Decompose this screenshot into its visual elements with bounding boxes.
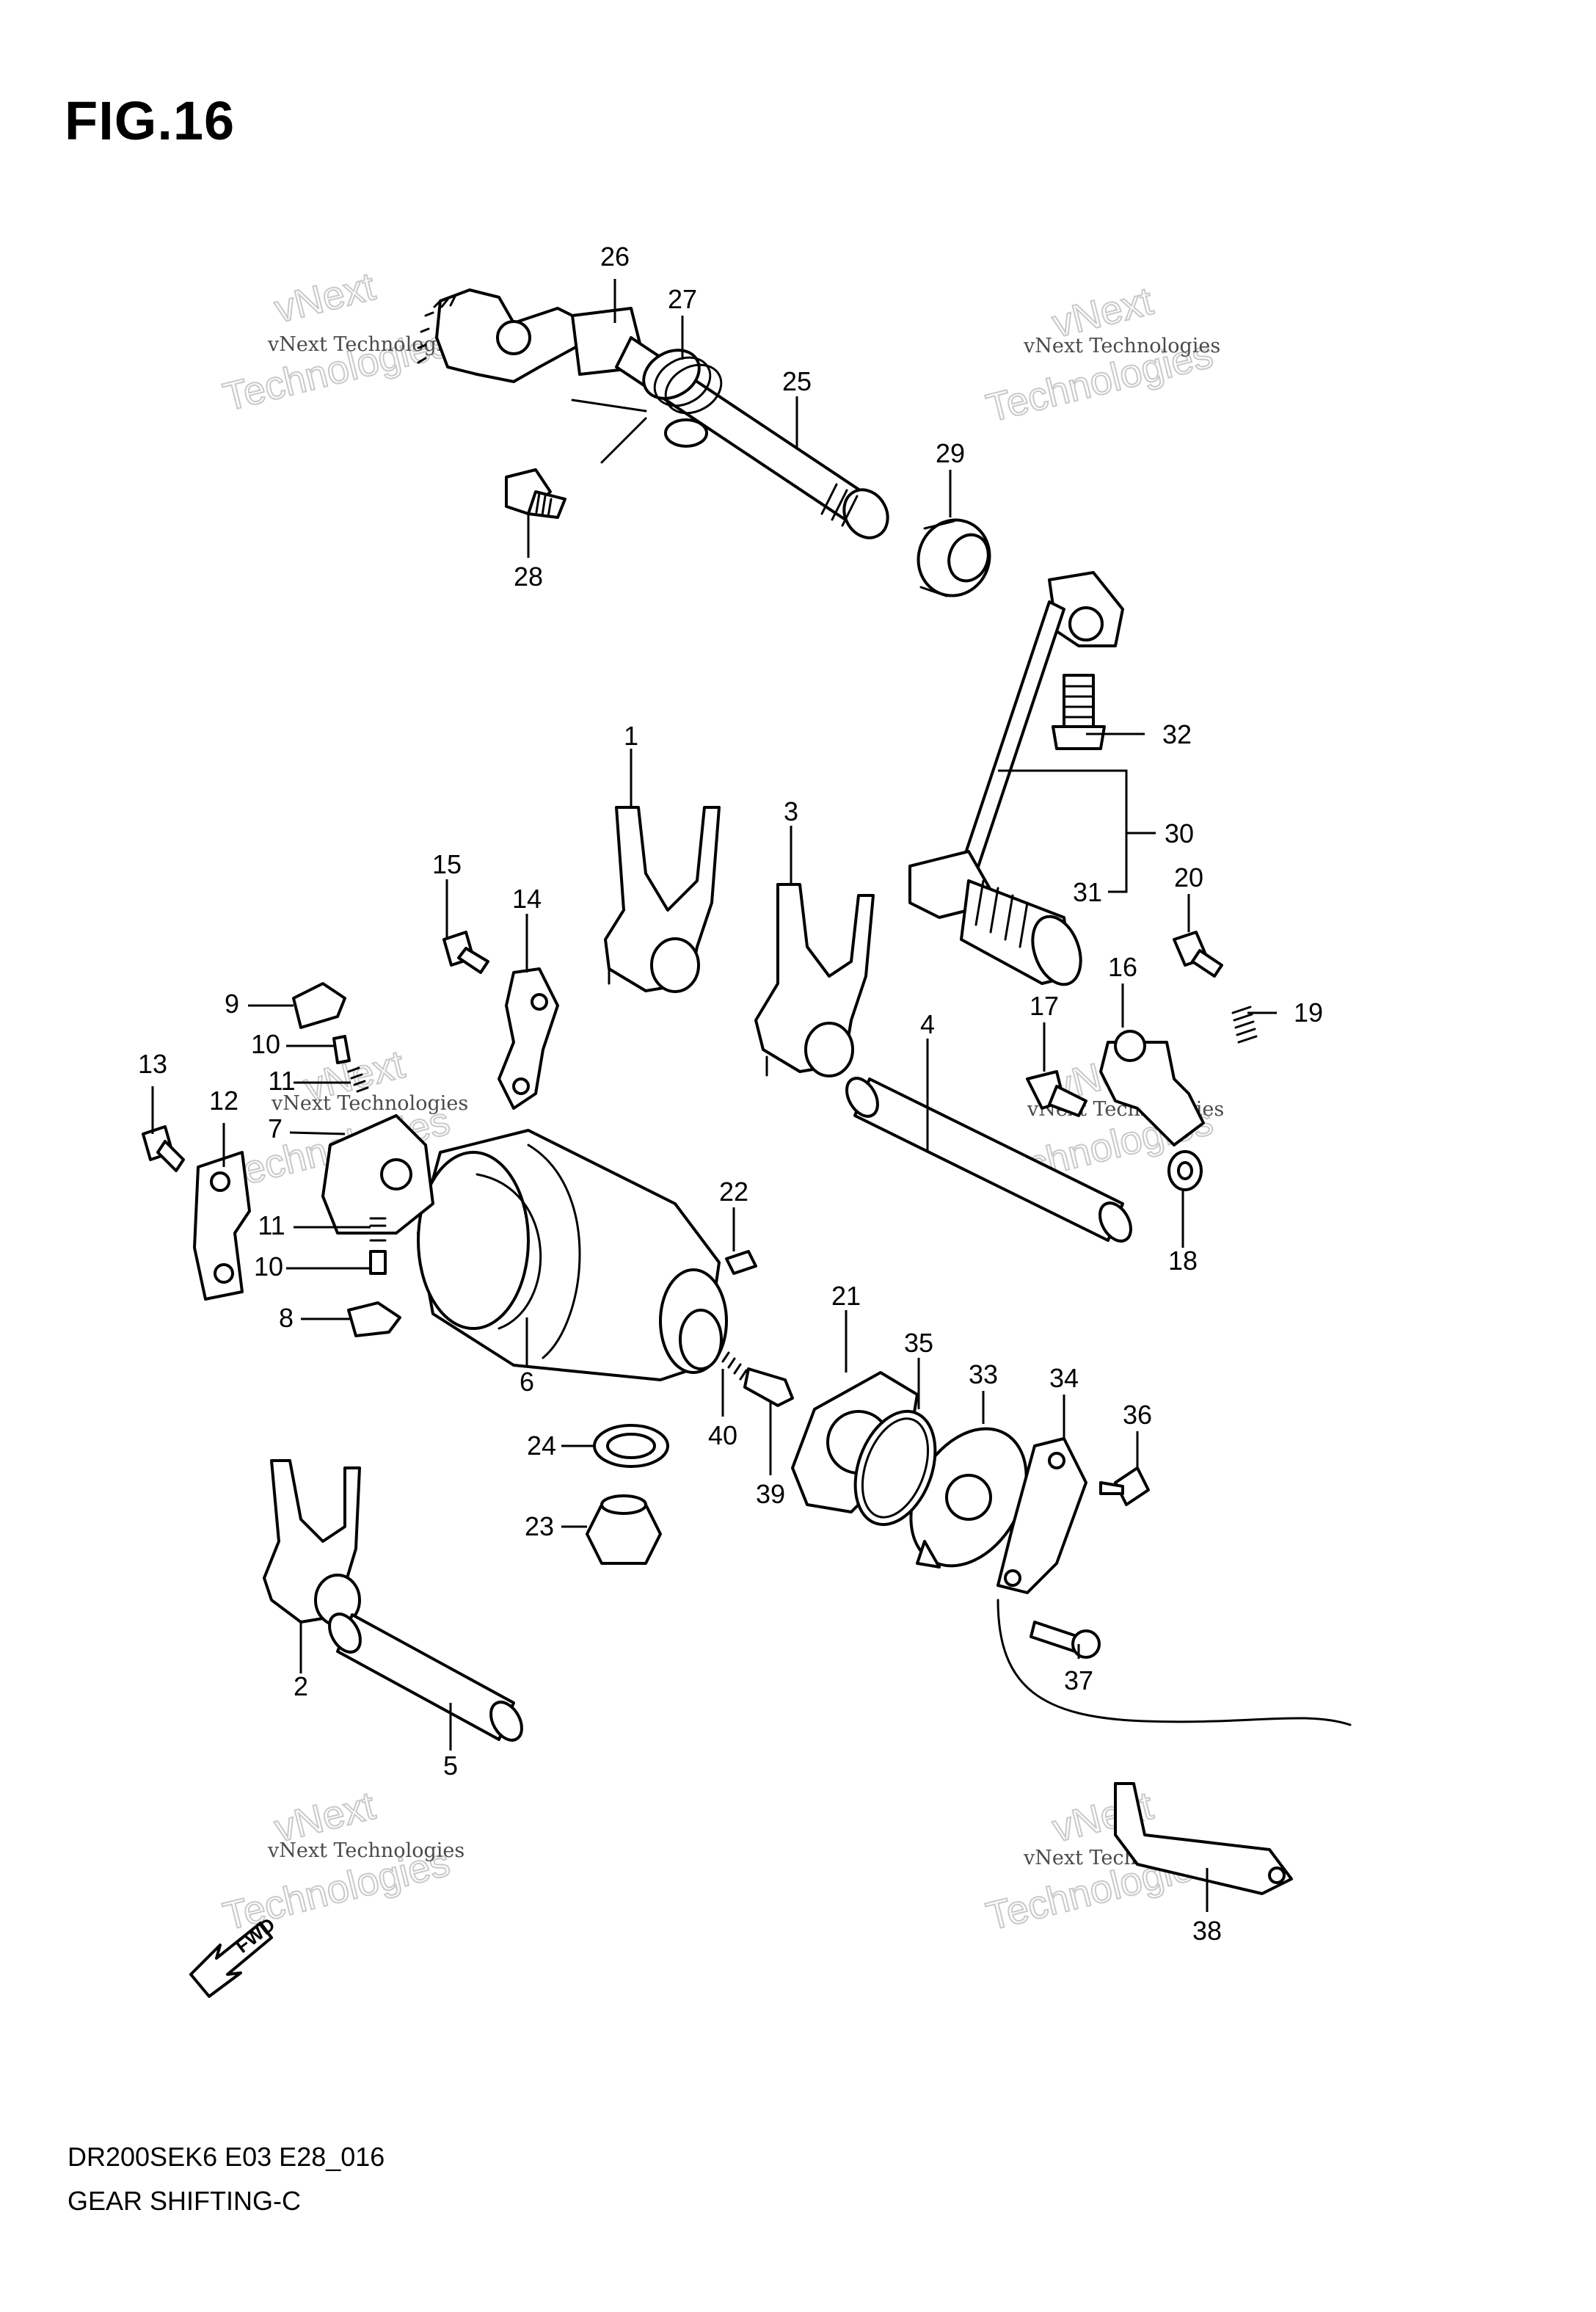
callout-29: 29 (936, 438, 965, 468)
pawl-lifter (498, 967, 559, 1110)
switch-plate (996, 1437, 1087, 1594)
callout-38: 38 (1192, 1916, 1222, 1946)
callout-35: 35 (904, 1328, 933, 1358)
callout-1: 1 (624, 721, 638, 751)
spring-11-lower (369, 1217, 387, 1242)
pin-22 (725, 1250, 757, 1275)
callout-10-lower: 10 (254, 1251, 283, 1282)
callout-10-upper: 10 (251, 1029, 280, 1059)
callout-11-lower: 11 (258, 1210, 285, 1240)
callout-32: 32 (1162, 719, 1192, 749)
stopper-bolt (505, 468, 566, 519)
callout-2: 2 (294, 1671, 308, 1701)
callout-33: 33 (969, 1359, 998, 1389)
gearshift-cam (417, 1129, 728, 1381)
callout-34: 34 (1049, 1363, 1079, 1393)
screw-37 (1030, 1621, 1101, 1659)
oil-seal (917, 518, 991, 597)
watermark-bottom-left: vNext Technologies vNext Technologies (218, 1783, 464, 1940)
callout-8: 8 (279, 1303, 294, 1333)
bolt-20 (1173, 931, 1223, 978)
callout-labels: 1 2 3 4 5 6 7 8 9 10 10 11 11 12 13 14 1… (138, 241, 1323, 1946)
svg-text:vNext Technologies: vNext Technologies (267, 1839, 464, 1862)
plug-23 (586, 1494, 662, 1565)
svg-text:vNext: vNext (270, 264, 379, 332)
screw-36 (1099, 1466, 1150, 1506)
svg-text:vNext Technologies: vNext Technologies (1023, 335, 1220, 357)
callout-15: 15 (432, 849, 462, 879)
cam-pin-8 (347, 1301, 401, 1337)
diagram-name: GEAR SHIFTING-C (68, 2186, 302, 2216)
callout-19: 19 (1294, 997, 1323, 1028)
svg-text:vNext Technologies: vNext Technologies (271, 1092, 468, 1115)
callout-25: 25 (782, 366, 812, 396)
pin-10-upper (332, 1035, 351, 1064)
callout-3: 3 (784, 796, 798, 826)
fork-shaft-5 (328, 1613, 523, 1742)
callout-7: 7 (268, 1113, 283, 1144)
pin-10-lower (369, 1250, 387, 1275)
callout-36: 36 (1123, 1400, 1152, 1430)
cam-guide-plate (193, 1151, 251, 1301)
spring-11-upper (347, 1066, 369, 1093)
fwd-arrow-icon: FWD (189, 1913, 279, 1998)
neutral-pin (743, 1367, 794, 1407)
callout-18: 18 (1168, 1246, 1198, 1276)
gearshift-lever (908, 571, 1124, 986)
shift-fork-3 (754, 883, 875, 1077)
shift-fork-1 (604, 806, 721, 993)
gasket-24 (593, 1424, 669, 1468)
callout-20: 20 (1174, 862, 1203, 893)
callout-12: 12 (209, 1086, 238, 1116)
screw-13 (142, 1125, 185, 1172)
callout-24: 24 (527, 1431, 556, 1461)
lever-bolt (1052, 674, 1106, 750)
gearshift-shaft-assembly (417, 288, 889, 539)
callout-30: 30 (1165, 818, 1194, 848)
cam-stopper-plate (321, 1114, 434, 1235)
callout-26: 26 (600, 241, 630, 272)
shift-fork-2 (263, 1459, 361, 1626)
callout-11-upper: 11 (268, 1066, 295, 1096)
callout-39: 39 (756, 1479, 785, 1509)
shaft-return-spring (571, 349, 723, 464)
wire-clamp (1114, 1782, 1293, 1895)
callout-6: 6 (520, 1367, 534, 1397)
callout-37: 37 (1064, 1665, 1093, 1695)
callout-9: 9 (225, 989, 239, 1019)
callout-31: 31 (1073, 877, 1102, 907)
spring-40 (721, 1351, 748, 1381)
washer-18 (1167, 1150, 1203, 1191)
callout-5: 5 (443, 1751, 458, 1781)
callout-13: 13 (138, 1049, 167, 1079)
fork-shaft-4 (845, 1077, 1132, 1243)
callout-27: 27 (668, 284, 697, 314)
svg-text:vNext Technologies: vNext Technologies (267, 333, 464, 356)
screw-15 (442, 931, 489, 974)
callout-17: 17 (1030, 991, 1059, 1021)
figure-title: FIG.16 (65, 90, 236, 151)
diagram-code: DR200SEK6 E03 E28_016 (68, 2142, 385, 2172)
o-ring-35 (853, 1409, 937, 1527)
callout-28: 28 (514, 561, 543, 592)
leader-lines (151, 279, 1277, 1912)
callout-22: 22 (719, 1177, 748, 1207)
watermark-top-left: vNext Technologies vNext Technologies (218, 263, 464, 421)
callout-23: 23 (525, 1511, 554, 1541)
stopper-arm (1099, 1030, 1205, 1146)
cam-pin-9 (292, 982, 346, 1029)
switch-wire (996, 1599, 1352, 1726)
callout-21: 21 (831, 1281, 861, 1311)
callout-14: 14 (512, 884, 542, 914)
callout-4: 4 (920, 1009, 935, 1039)
callout-40: 40 (708, 1420, 737, 1450)
watermark-top-right: vNext Technologies vNext Technologies (981, 278, 1220, 432)
spring-19 (1231, 1006, 1258, 1044)
bolt-17 (1026, 1070, 1087, 1117)
callout-16: 16 (1108, 952, 1137, 982)
